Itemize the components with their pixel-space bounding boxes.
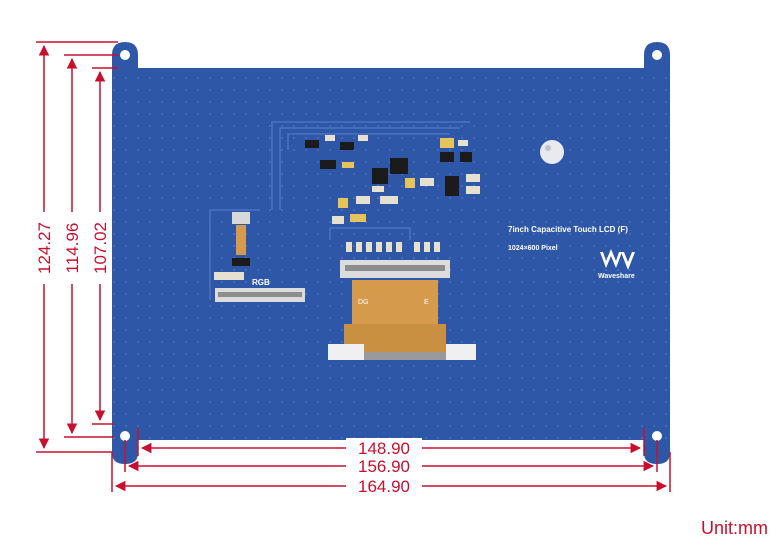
- model-label: 7inch Capacitive Touch LCD (F): [508, 225, 628, 234]
- flex-cable: [352, 280, 438, 326]
- dimension-height-outer: 124.27: [35, 222, 54, 274]
- round-sticker: [540, 140, 564, 164]
- fpc-cable: [328, 260, 476, 360]
- mounting-hole: [120, 431, 130, 441]
- dimension-width-outer: 164.90: [358, 477, 410, 496]
- rgb-label: RGB: [252, 278, 270, 287]
- pcb-board: [112, 42, 670, 464]
- dimension-width-holes: 156.90: [358, 457, 410, 476]
- dimension-height-holes: 114.96: [63, 223, 82, 274]
- fpc-label-right: E: [424, 299, 429, 306]
- pcb-traces: [209, 121, 470, 300]
- brand-label: Waveshare: [598, 273, 635, 280]
- resolution-label: 1024×600 Pixel: [508, 245, 558, 252]
- mounting-hole: [652, 50, 662, 60]
- mounting-hole: [120, 50, 130, 60]
- fpc-label-left: DG: [358, 299, 369, 306]
- dimension-height-board: 107.02: [91, 222, 110, 274]
- mounting-hole: [652, 431, 662, 441]
- pcb-components: [214, 135, 564, 302]
- waveshare-logo-icon: [600, 249, 635, 270]
- dimension-width-inner: 148.90: [358, 439, 410, 458]
- unit-label: Unit:mm: [701, 518, 768, 538]
